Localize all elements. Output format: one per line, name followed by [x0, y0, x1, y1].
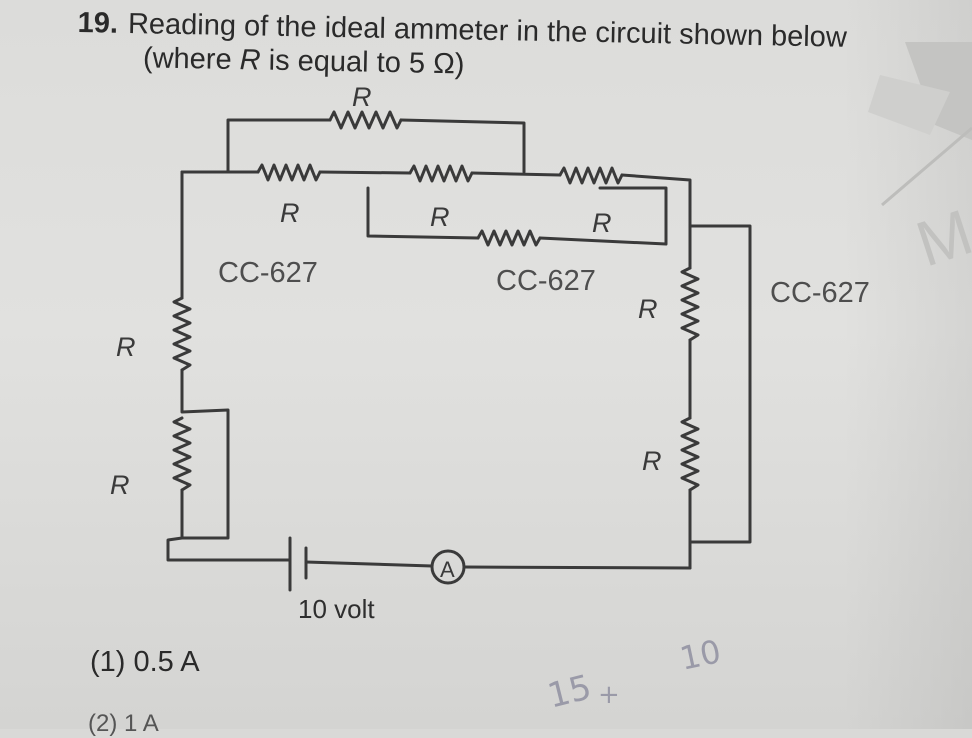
watermark-middle: CC-627	[496, 265, 596, 297]
resistor-right-lower	[680, 416, 700, 492]
wire-right-outer	[688, 224, 752, 544]
resistor-left-upper	[172, 296, 192, 372]
resistor-lower	[476, 229, 542, 247]
handwritten-plus: +	[598, 680, 620, 710]
corner-decoration: M	[868, 42, 972, 280]
label-r-left-upper: R	[116, 332, 136, 362]
resistor-right-upper	[680, 266, 700, 342]
wire-top-loop	[226, 118, 332, 174]
resistor-left-lower	[172, 416, 192, 492]
watermark-left: CC-627	[218, 257, 318, 289]
label-r-top: R	[352, 82, 372, 112]
wire-lower-loop	[366, 186, 480, 240]
battery-label: 10 volt	[298, 594, 375, 624]
label-r-right-lower: R	[642, 446, 662, 476]
resistor-middle-top	[408, 164, 474, 183]
option-2-partial: (2) 1 A	[88, 710, 159, 737]
ammeter-label: A	[440, 557, 455, 582]
label-r-left-top: R	[280, 198, 300, 228]
resistor-top	[328, 110, 403, 130]
label-r-left-lower: R	[110, 470, 130, 500]
watermark-right: CC-627	[770, 277, 870, 309]
option-1: (1) 0.5 A	[90, 646, 200, 678]
corner-letter: M	[908, 195, 972, 280]
label-r-middle: R	[430, 202, 450, 232]
resistor-left-top	[256, 163, 322, 182]
label-r-right-top: R	[592, 208, 612, 238]
resistor-right-top	[558, 166, 624, 185]
label-r-right-upper: R	[638, 294, 658, 324]
